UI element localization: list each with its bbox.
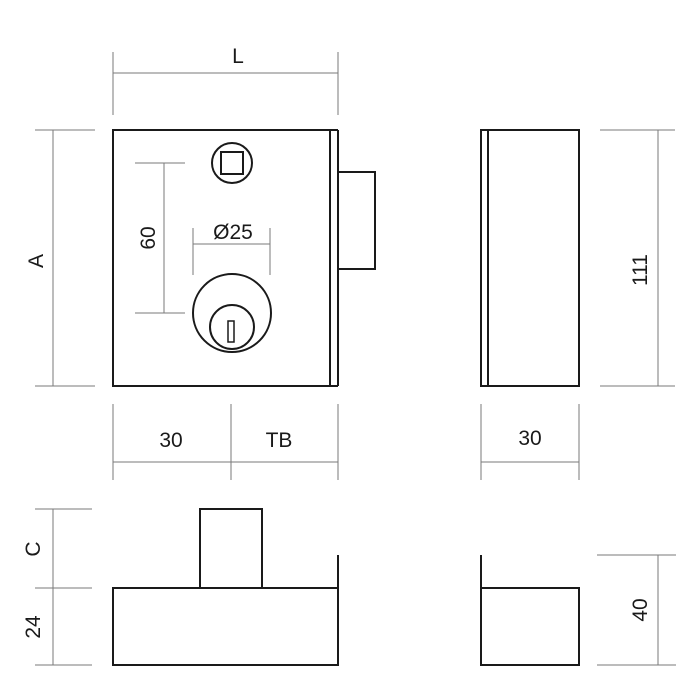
dimension-111: 111	[600, 129, 675, 387]
label-40: 40	[629, 598, 652, 621]
dimension-A: A	[25, 129, 95, 387]
square-follower	[220, 151, 244, 175]
dimension-30-TB: 30 TB	[112, 404, 339, 480]
top-view	[112, 508, 339, 666]
label-TB: TB	[266, 429, 293, 452]
dimension-L: L	[112, 45, 339, 115]
label-60: 60	[137, 226, 160, 249]
keyway	[227, 320, 235, 343]
label-A: A	[25, 254, 48, 268]
label-diameter: Ø25	[213, 221, 253, 244]
cylinder-outer	[192, 273, 272, 353]
label-L: L	[232, 45, 244, 68]
bottom-side-view	[480, 555, 580, 666]
label-24: 24	[22, 615, 45, 639]
dimension-diameter: Ø25	[192, 221, 271, 275]
front-view	[112, 129, 376, 387]
side-body	[480, 129, 580, 387]
label-C: C	[22, 541, 45, 556]
top-body	[112, 555, 339, 666]
cylinder-plug	[209, 304, 255, 350]
label-30-front: 30	[159, 429, 182, 452]
dimension-30-side: 30	[480, 404, 580, 480]
dimension-C-24: C 24	[22, 508, 92, 666]
dimension-40: 40	[597, 554, 676, 666]
bottom-side-body	[480, 555, 580, 666]
side-view	[480, 129, 580, 387]
follower-circle	[211, 142, 253, 184]
dimension-60: 60	[135, 162, 185, 314]
top-bolt	[199, 508, 263, 589]
label-111: 111	[629, 254, 652, 286]
label-30-side: 30	[518, 427, 541, 450]
bolt	[337, 171, 376, 270]
